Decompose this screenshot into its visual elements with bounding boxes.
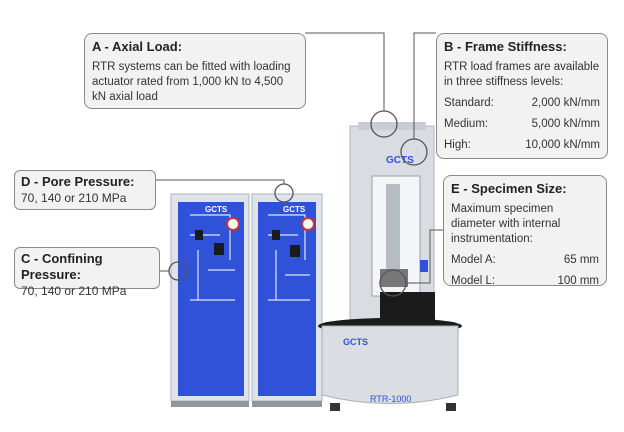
axial-load-title: A - Axial Load:: [92, 39, 183, 54]
pore-pressure-title: D - Pore Pressure:: [21, 174, 135, 189]
specimen-value: 65 mm: [563, 254, 599, 266]
specimen-row-model-a: Model A: 65 mm: [451, 253, 599, 268]
pore-pressure-text: 70, 140 or 210 MPa: [21, 191, 127, 205]
specimen-label: Model A:: [451, 254, 496, 266]
stiffness-label: High:: [444, 139, 471, 151]
specimen-value: 100 mm: [557, 275, 599, 287]
model-label: RTR-1000: [370, 394, 411, 404]
stiffness-label: Medium:: [444, 118, 489, 130]
stiffness-label: Standard:: [444, 97, 494, 109]
callout-confining-pressure: C - Confining Pressure: 70, 140 or 210 M…: [14, 247, 160, 298]
callout-pore-pressure: D - Pore Pressure: 70, 140 or 210 MPa: [14, 170, 156, 210]
specimen-size-title: E - Specimen Size:: [451, 181, 567, 196]
leader-line-e: [406, 229, 443, 284]
load-frame: [349, 122, 435, 328]
confining-pressure-title: C - Confining Pressure:: [21, 251, 103, 282]
stiffness-value: 2,000 kN/mm: [531, 97, 600, 109]
leader-line-d: [155, 179, 285, 184]
left-cabinet-logo: GCTS: [205, 205, 228, 214]
frame-stiffness-text: RTR load frames are available in three s…: [444, 61, 600, 88]
right-control-cabinet: [251, 193, 323, 407]
axial-load-text: RTR systems can be fitted with loading a…: [92, 61, 291, 103]
frame-logo: GCTS: [386, 155, 414, 166]
right-cabinet-logo: GCTS: [283, 205, 306, 214]
callout-frame-stiffness: B - Frame Stiffness: RTR load frames are…: [436, 33, 608, 159]
frame-stiffness-title: B - Frame Stiffness:: [444, 39, 567, 54]
frame-base: [318, 318, 462, 411]
callout-specimen-size: E - Specimen Size: Maximum specimen diam…: [443, 175, 607, 289]
stiffness-row-high: High: 10,000 kN/mm: [444, 138, 600, 153]
stiffness-value: 10,000 kN/mm: [525, 139, 600, 151]
specimen-label: Model L:: [451, 275, 496, 287]
stiffness-row-standard: Standard: 2,000 kN/mm: [444, 96, 600, 111]
specimen-size-text: Maximum specimen diameter with internal …: [451, 203, 561, 245]
left-control-cabinet: [170, 193, 250, 407]
callout-axial-load: A - Axial Load: RTR systems can be fitte…: [84, 33, 306, 109]
leader-line-a: [305, 32, 385, 111]
leader-line-b: [413, 32, 436, 139]
confining-pressure-text: 70, 140 or 210 MPa: [21, 284, 127, 298]
stiffness-value: 5,000 kN/mm: [531, 118, 600, 130]
specimen-row-model-l: Model L: 100 mm: [451, 274, 599, 289]
base-logo: GCTS: [343, 337, 368, 347]
stiffness-row-medium: Medium: 5,000 kN/mm: [444, 117, 600, 132]
